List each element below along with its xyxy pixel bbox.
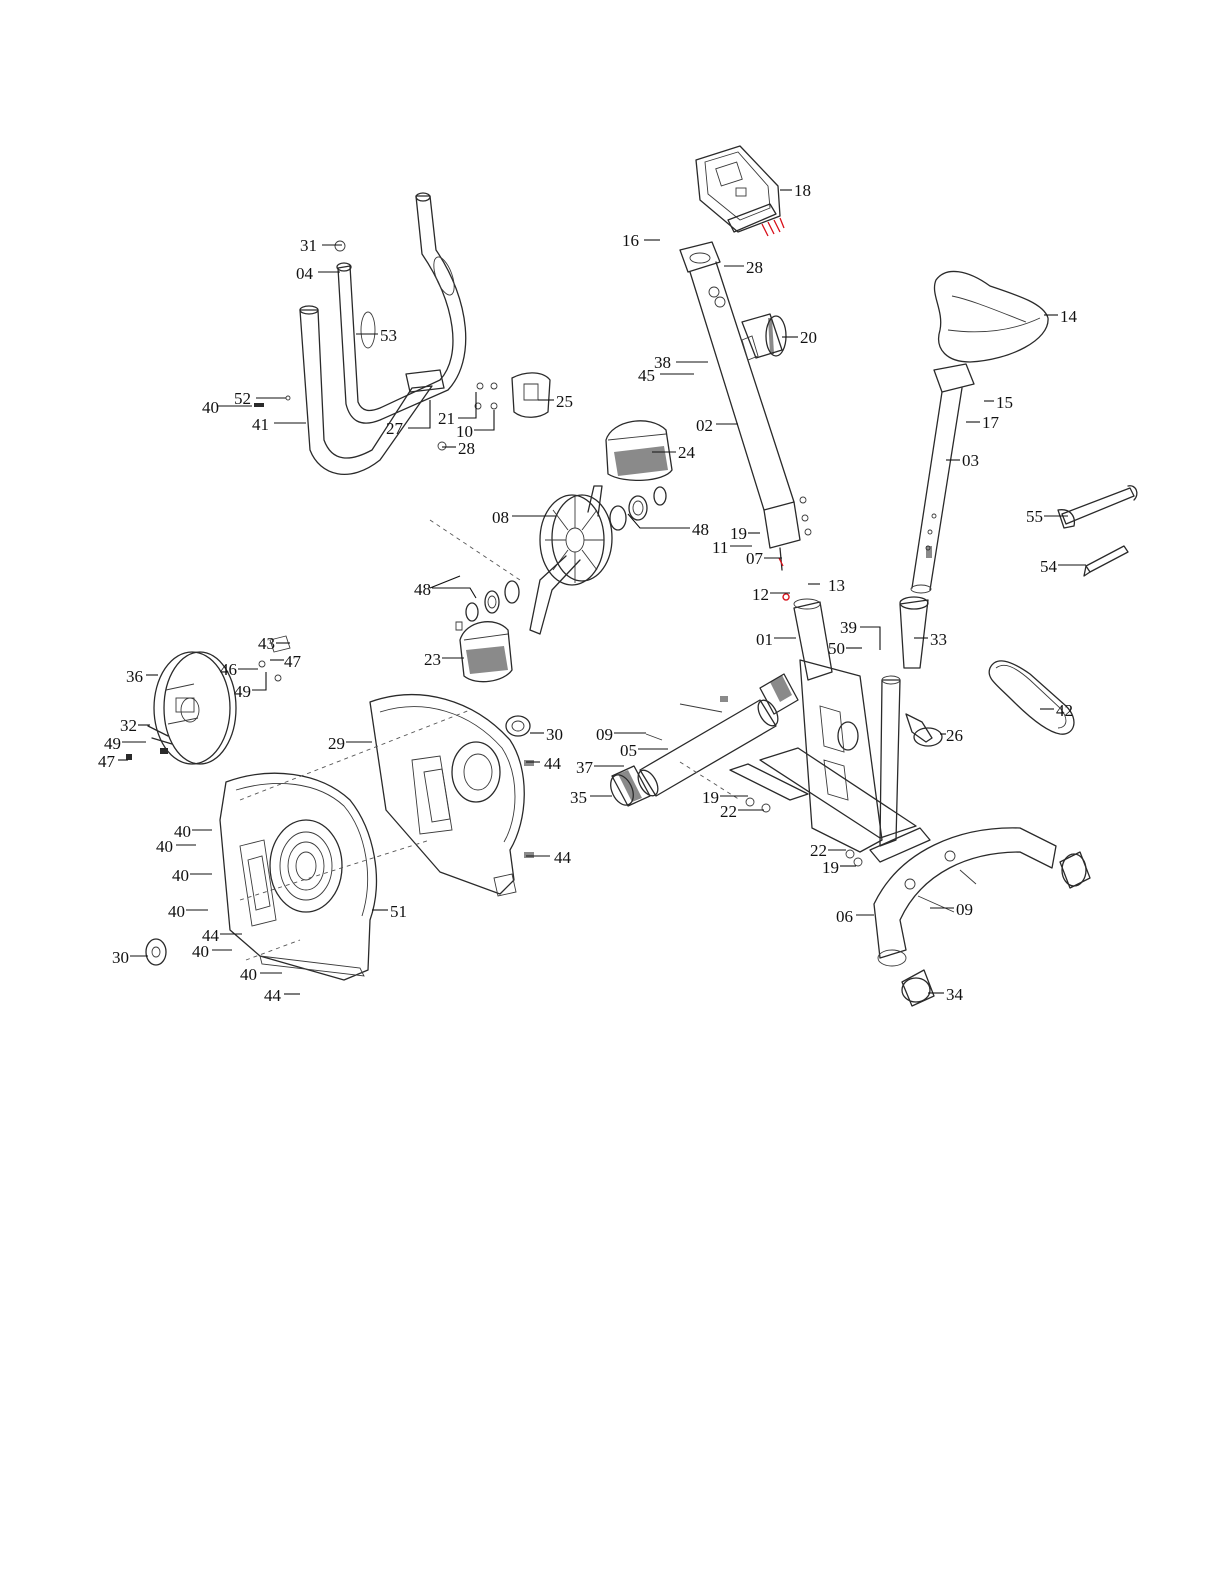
callout-49: 49: [234, 682, 251, 701]
part-end-cap-rear: [606, 766, 650, 809]
part-seat: [934, 271, 1048, 362]
callout-50: 50: [828, 639, 845, 658]
callout-44: 44: [554, 848, 572, 867]
callout-23: 23: [424, 650, 441, 669]
callout-40: 40: [172, 866, 189, 885]
assembly-guides: [240, 520, 740, 960]
callout-09: 09: [956, 900, 973, 919]
callout-51: 51: [390, 902, 407, 921]
callout-38: 38: [654, 353, 671, 372]
callout-15: 15: [996, 393, 1013, 412]
part-outer-case: [220, 773, 376, 980]
callout-54: 54: [1040, 557, 1058, 576]
callout-47: 47: [98, 752, 116, 771]
callout-35: 35: [570, 788, 587, 807]
callout-30: 30: [112, 948, 129, 967]
callout-13: 13: [828, 576, 845, 595]
callout-08: 08: [492, 508, 509, 527]
callout-45: 45: [638, 366, 655, 385]
callout-40: 40: [168, 902, 185, 921]
part-drive-belt: [989, 661, 1074, 734]
part-end-cap-front: [902, 852, 1090, 1006]
callout-19: 19: [822, 858, 839, 877]
part-wrench: [1058, 486, 1137, 528]
callout-48: 48: [692, 520, 709, 539]
callout-18: 18: [794, 181, 811, 200]
part-seat-tube: [900, 597, 928, 668]
callout-44: 44: [264, 986, 282, 1005]
callout-41: 41: [252, 415, 269, 434]
callout-34: 34: [946, 985, 964, 1004]
callout-03: 03: [962, 451, 979, 470]
callout-06: 06: [836, 907, 853, 926]
callout-55: 55: [1026, 507, 1043, 526]
part-console: [696, 146, 784, 236]
callout-39: 39: [840, 618, 857, 637]
part-adjust-knob: [906, 714, 942, 746]
callout-44: 44: [544, 754, 562, 773]
callout-19: 19: [730, 524, 747, 543]
callout-27: 27: [386, 419, 404, 438]
callout-49: 49: [104, 734, 121, 753]
part-allen-key: [1084, 546, 1128, 576]
callout-52: 52: [234, 389, 251, 408]
callout-53: 53: [380, 326, 397, 345]
callout-40: 40: [192, 942, 209, 961]
callout-40: 40: [202, 398, 219, 417]
callout-09: 09: [596, 725, 613, 744]
callout-02: 02: [696, 416, 713, 435]
part-pedal-right: [606, 421, 672, 481]
callout-25: 25: [556, 392, 573, 411]
callout-37: 37: [576, 758, 594, 777]
callout-19: 19: [702, 788, 719, 807]
callout-04: 04: [296, 264, 314, 283]
callout-24: 24: [678, 443, 696, 462]
callout-26: 26: [946, 726, 963, 745]
callout-17: 17: [982, 413, 1000, 432]
callout-47: 47: [284, 652, 302, 671]
callout-05: 05: [620, 741, 637, 760]
callout-01: 01: [756, 630, 773, 649]
callout-46: 46: [220, 660, 237, 679]
part-cover-cap: [512, 373, 550, 417]
callout-40: 40: [174, 822, 191, 841]
callout-33: 33: [930, 630, 947, 649]
callout-40: 40: [240, 965, 257, 984]
part-seat-post: [911, 364, 974, 593]
callout-42: 42: [1056, 701, 1073, 720]
part-pedal-left: [460, 622, 512, 682]
callout-29: 29: [328, 734, 345, 753]
callout-14: 14: [1060, 307, 1078, 326]
part-bushing-lower: [146, 939, 166, 965]
callout-11: 11: [712, 538, 728, 557]
part-inner-case: [370, 695, 524, 896]
callout-22: 22: [720, 802, 737, 821]
part-bushing-upper: [506, 716, 530, 736]
part-front-stabilizer: [874, 828, 1056, 966]
part-flywheel: [126, 636, 290, 764]
callout-31: 31: [300, 236, 317, 255]
part-bearing-set-right: [610, 487, 666, 530]
part-tension-knob: [742, 314, 786, 358]
callout-07: 07: [746, 549, 764, 568]
callout-16: 16: [622, 231, 639, 250]
callout-28: 28: [458, 439, 475, 458]
callout-32: 32: [120, 716, 137, 735]
part-drive-pulley: [530, 486, 612, 634]
callout-43: 43: [258, 634, 275, 653]
callout-12: 12: [752, 585, 769, 604]
callout-48: 48: [414, 580, 431, 599]
part-bolts: [524, 594, 976, 912]
callout-36: 36: [126, 667, 143, 686]
callout-21: 21: [438, 409, 455, 428]
callout-30: 30: [546, 725, 563, 744]
callout-20: 20: [800, 328, 817, 347]
callout-40: 40: [156, 837, 173, 856]
part-rear-stabilizer: [634, 674, 798, 799]
callout-28: 28: [746, 258, 763, 277]
